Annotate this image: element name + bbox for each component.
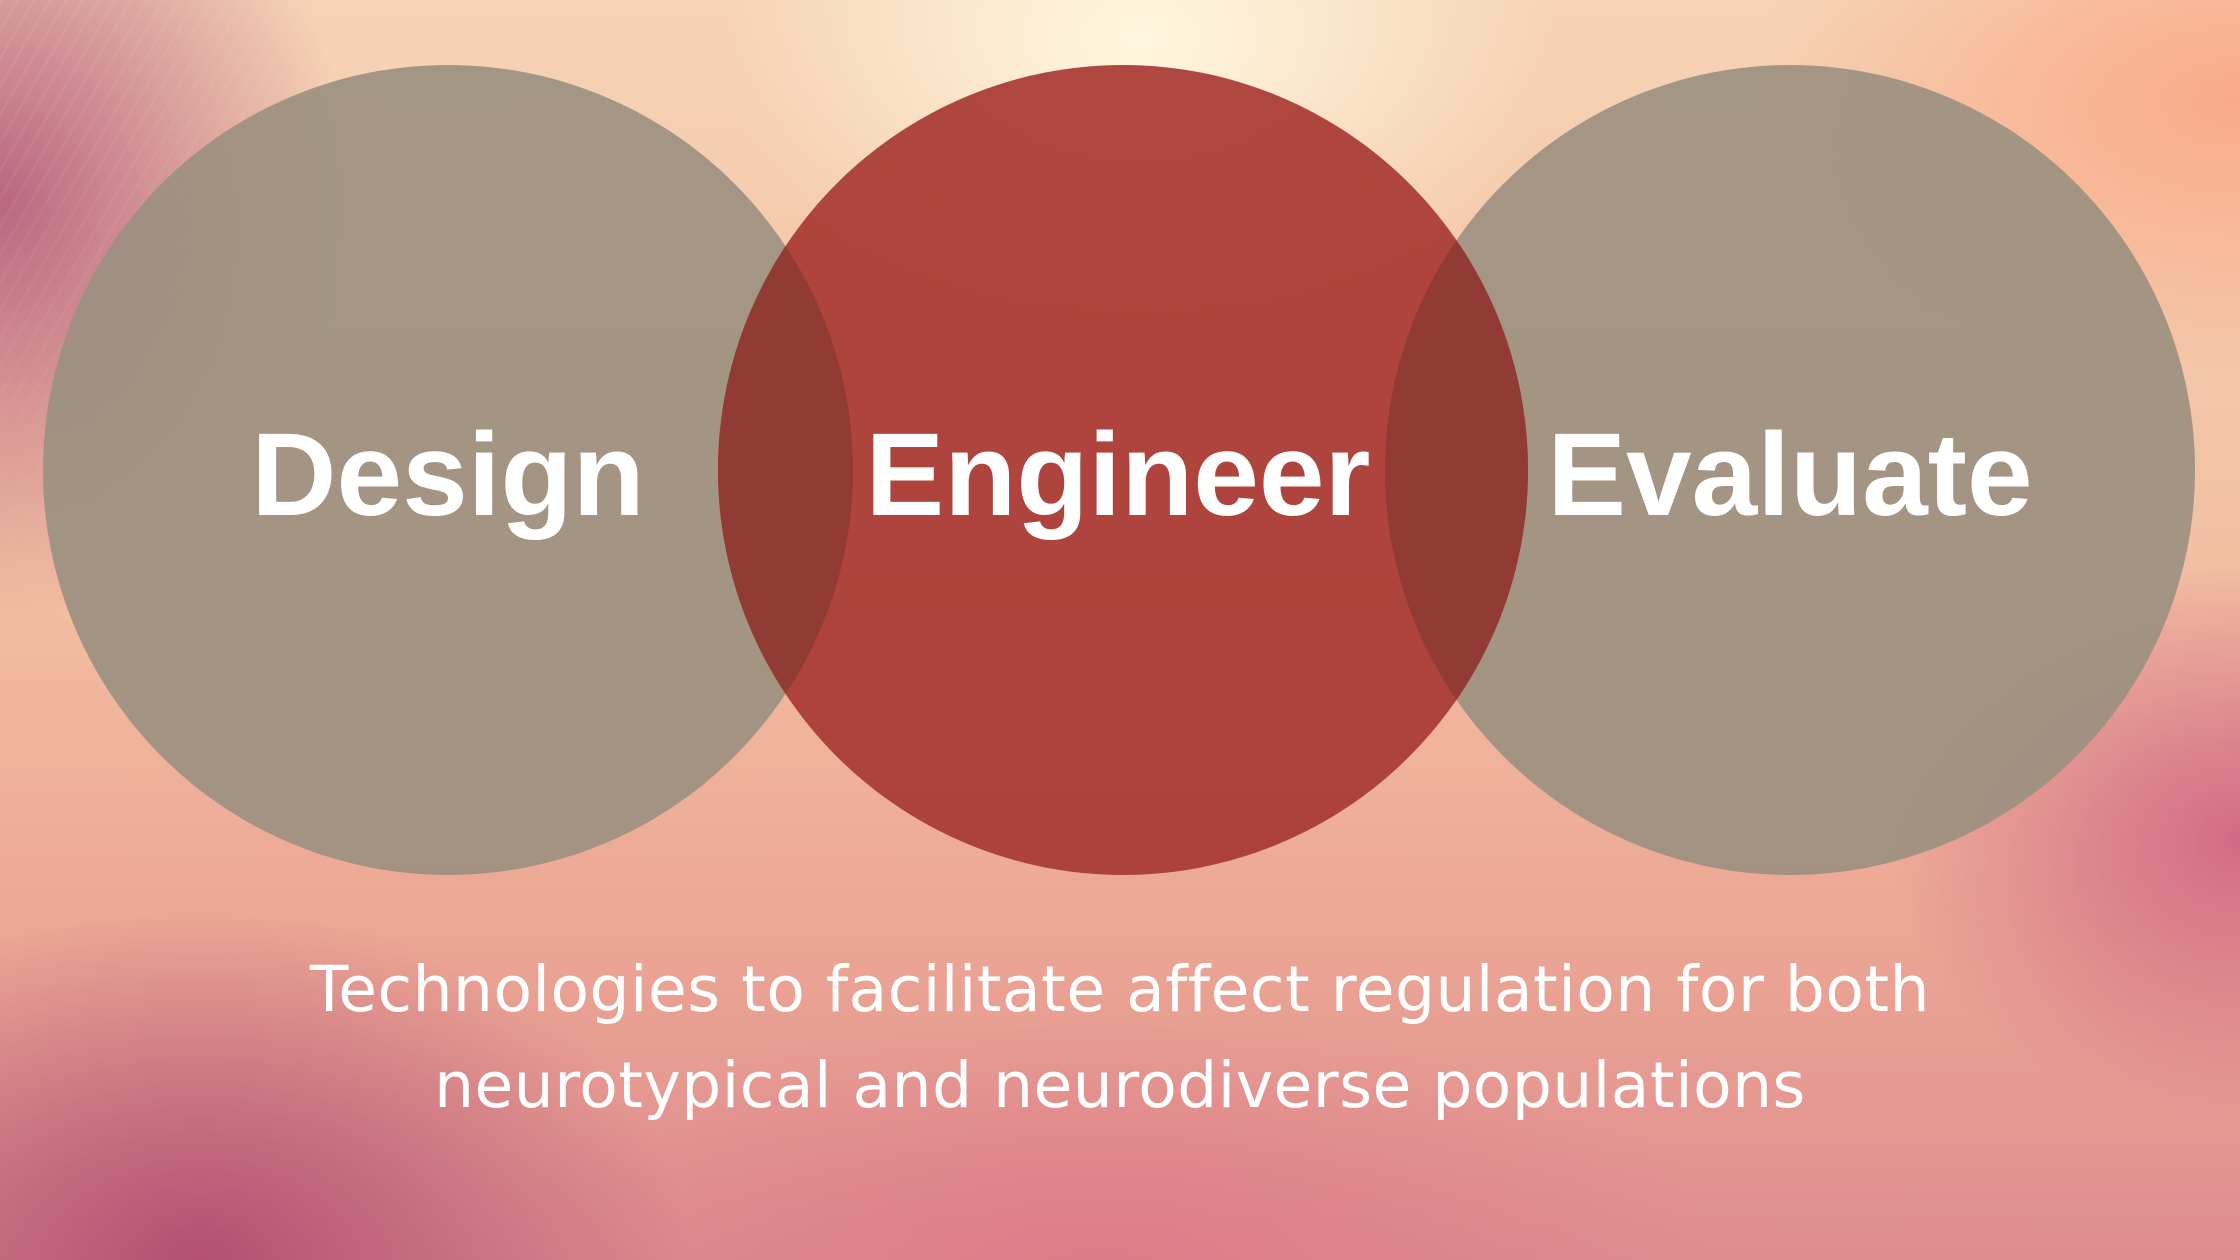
tagline: Technologies to facilitate affect regula… [120,942,2120,1134]
evaluate-label: Evaluate [1547,409,2032,541]
engineer-circle [718,65,1528,875]
design-label: Design [251,409,644,541]
tagline-line-2: neurotypical and neurodiverse population… [434,1049,1806,1122]
evaluate-circle [1385,65,2195,875]
engineer-label: Engineer [866,409,1371,541]
design-circle [43,65,853,875]
tagline-line-1: Technologies to facilitate affect regula… [309,953,1931,1026]
